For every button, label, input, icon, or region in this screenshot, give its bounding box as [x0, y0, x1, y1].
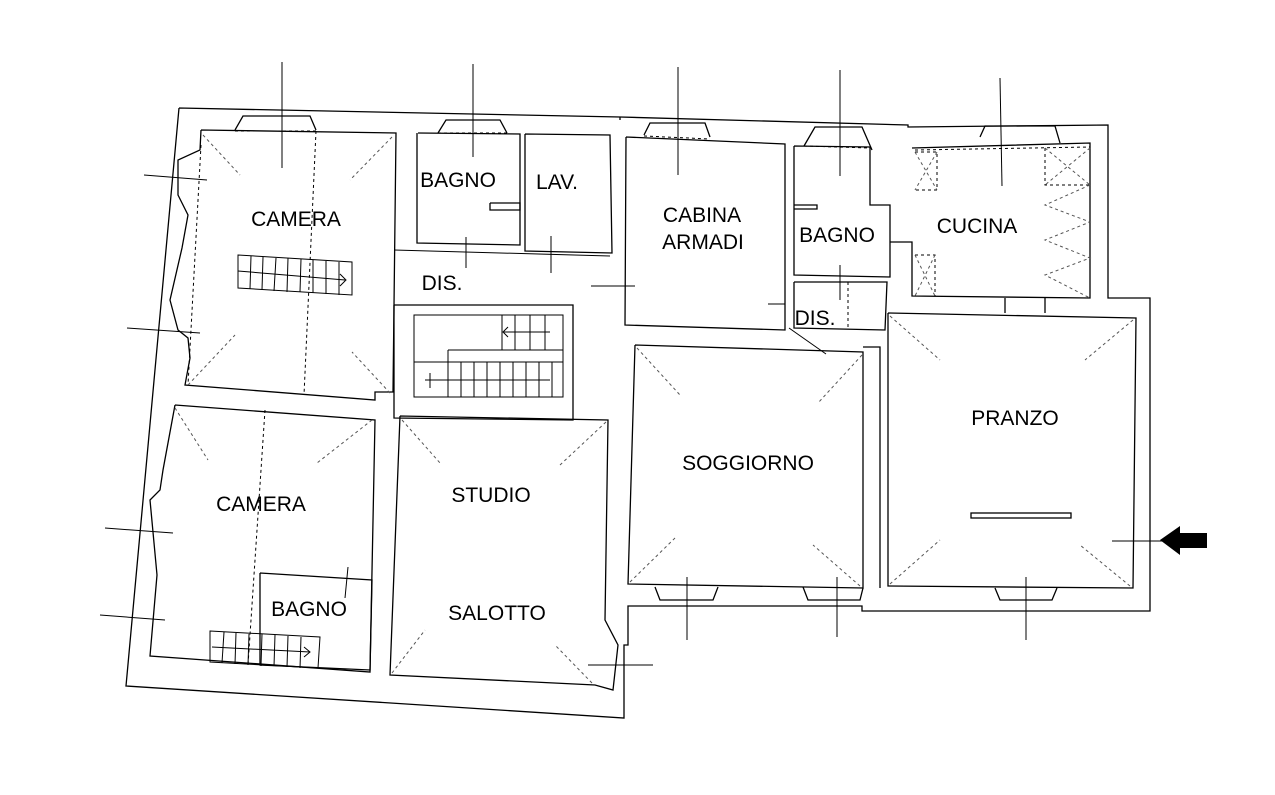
room-bagno-1-lav-walls [393, 119, 613, 273]
room-label-soggiorno: SOGGIORNO [682, 452, 814, 475]
room-bagno-2-walls [788, 126, 891, 355]
outer-walls [125, 107, 1151, 719]
room-label-lav: LAV. [536, 171, 578, 194]
room-label-salotto: SALOTTO [448, 602, 546, 625]
room-label-armadi: ARMADI [662, 231, 744, 254]
stairs-camera-1 [237, 254, 353, 296]
room-label-pranzo: PRANZO [971, 407, 1059, 430]
room-label-dis-2: DIS. [795, 307, 836, 330]
stair-core [393, 285, 635, 421]
section-lines [99, 62, 1027, 640]
room-studio-salotto-walls [389, 415, 653, 691]
entrance-arrow-icon [1160, 526, 1207, 555]
room-label-camera-1: CAMERA [251, 208, 341, 231]
room-label-bagno-2: BAGNO [799, 224, 875, 247]
room-label-camera-2: CAMERA [216, 493, 306, 516]
room-label-bagno-1: BAGNO [420, 169, 496, 192]
room-soggiorno-walls [627, 344, 881, 601]
room-camera-1-walls [169, 115, 397, 401]
room-label-cabina: CABINA [663, 204, 741, 227]
room-label-cucina: CUCINA [937, 215, 1018, 238]
room-cucina-walls [890, 125, 1092, 313]
room-label-bagno-3: BAGNO [271, 598, 347, 621]
room-pranzo-walls [887, 312, 1165, 601]
room-labels: CAMERA BAGNO LAV. DIS. CABINA ARMADI BAG… [216, 169, 1059, 625]
room-label-dis-1: DIS. [422, 272, 463, 295]
room-camera-2-walls [149, 404, 376, 673]
room-label-studio: STUDIO [451, 484, 530, 507]
